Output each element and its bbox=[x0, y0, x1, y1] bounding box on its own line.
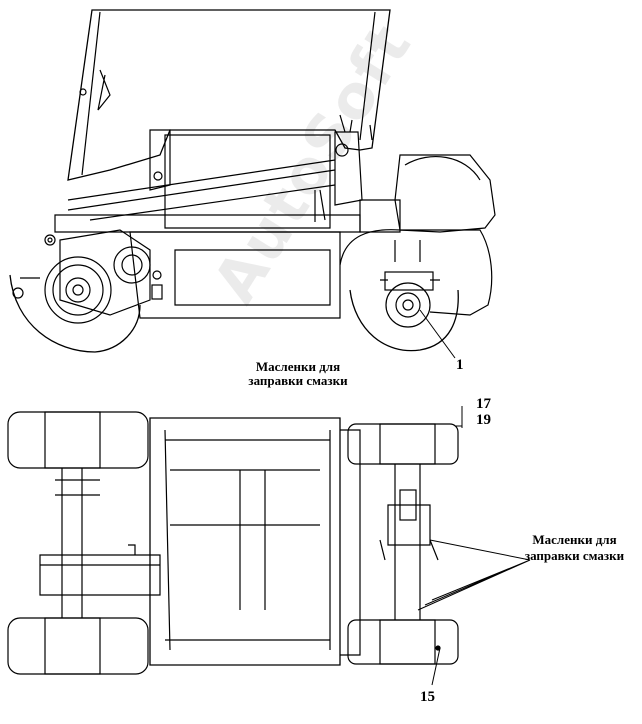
callout-part-19: 19 bbox=[476, 412, 491, 428]
wheel-rear-top bbox=[347, 423, 459, 465]
leader-lines-grease bbox=[417, 539, 531, 611]
wheel-front-top bbox=[7, 411, 149, 469]
plan-view bbox=[7, 411, 459, 675]
main-frame bbox=[54, 214, 361, 233]
rear-steering-axle bbox=[347, 423, 459, 665]
callout-grease-top-line2: заправки смазки bbox=[248, 373, 348, 388]
drive-housing bbox=[39, 554, 161, 596]
chassis-outline bbox=[149, 417, 341, 666]
leader-line-1 bbox=[419, 309, 456, 359]
cabin-window-line bbox=[81, 11, 101, 176]
callout-grease-top-line1: Масленки для bbox=[255, 359, 341, 374]
rear-hood bbox=[394, 154, 496, 233]
cabin-handle bbox=[97, 69, 111, 111]
wheel-front-bottom bbox=[7, 617, 149, 675]
callout-grease-right-line2: заправки смазки bbox=[524, 548, 625, 563]
front-gearbox bbox=[59, 229, 163, 316]
callout-part-17: 17 bbox=[476, 396, 491, 412]
rear-fender bbox=[339, 229, 493, 316]
leader-line-15 bbox=[431, 647, 441, 686]
wheel-rear-bottom bbox=[347, 619, 459, 665]
callout-part-1: 1 bbox=[456, 357, 464, 373]
cabin-outline bbox=[67, 9, 391, 181]
front-drum bbox=[9, 234, 141, 353]
side-view bbox=[9, 9, 496, 353]
callout-grease-right-line1: Масленки для bbox=[532, 532, 617, 547]
callout-part-15: 15 bbox=[420, 689, 435, 705]
rear-axle bbox=[380, 240, 440, 328]
leader-line-17-19 bbox=[455, 406, 463, 428]
